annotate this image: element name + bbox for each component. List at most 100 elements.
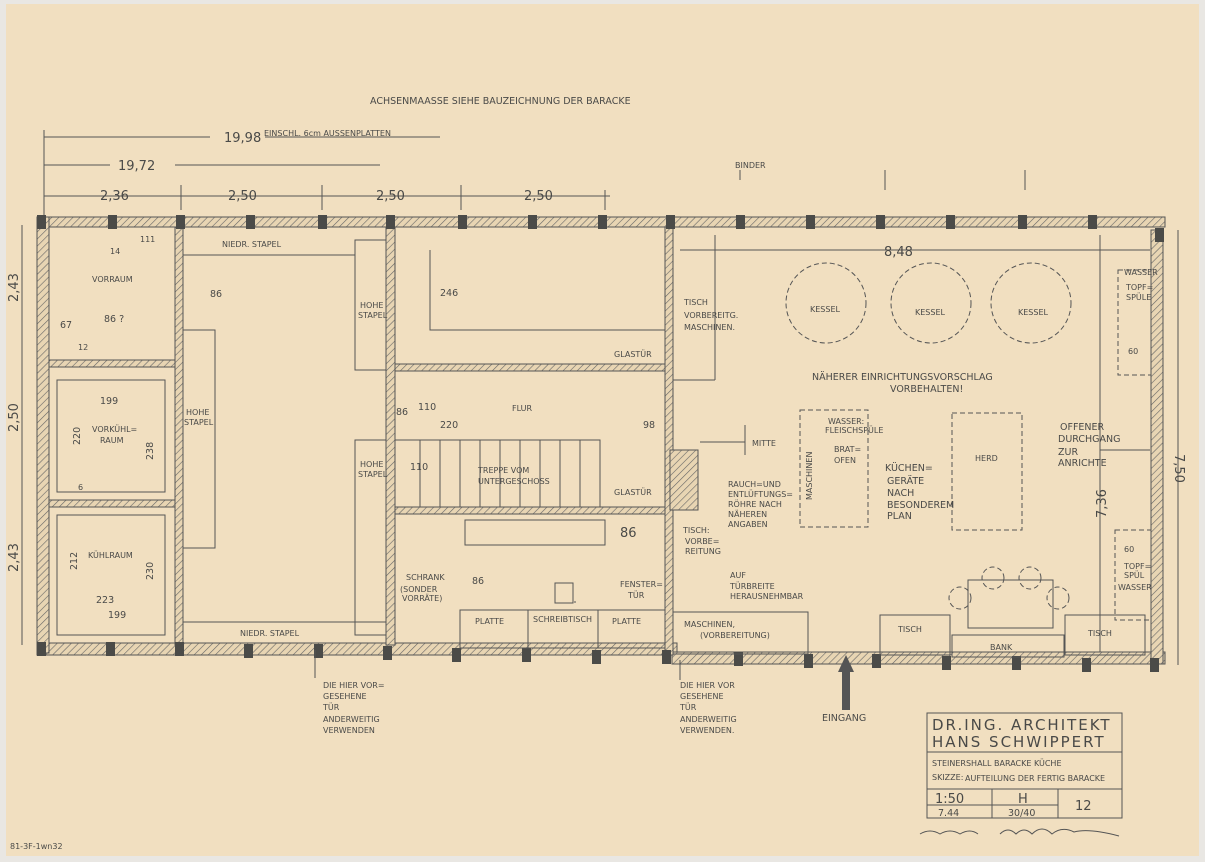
schrank3-label: VORRÄTE) (402, 593, 442, 603)
fenster1-label: FENSTER= (620, 580, 663, 589)
scale: 1:50 (935, 792, 964, 807)
niedr1-label: NIEDR. STAPEL (222, 240, 282, 249)
drawing-subject: AUFTEILUNG DER FERTIG BARACKE (965, 774, 1105, 783)
dim-inner: 19,72 (118, 159, 155, 174)
dim: 2,36 (100, 189, 129, 204)
fenster2-label: TÜR (627, 590, 645, 600)
skizze-label-label: SKIZZE: (932, 773, 963, 782)
kg5-label: PLAN (887, 511, 912, 522)
v86-label: 86 (210, 289, 222, 300)
architect-line1: DR.ING. ARCHITEKT (932, 716, 1112, 734)
date: 7.44 (938, 808, 959, 819)
dim: 2,43 (7, 273, 22, 302)
glastuer1-label: GLASTÜR (614, 349, 652, 359)
v86d-label: 86 (620, 526, 637, 541)
topf1-label: TOPF= (1123, 562, 1151, 571)
v98-label: 98 (643, 420, 655, 431)
hohe3a-label: HOHE (360, 460, 383, 469)
kessel1-label: KESSEL (810, 305, 841, 314)
topf3-label: WASSER (1118, 583, 1152, 592)
tischv2-label: VORBEREITG. (684, 311, 738, 320)
rauch4-label: NÄHEREN (728, 509, 767, 519)
schreibtisch-label: SCHREIBTISCH (533, 615, 592, 624)
kessel3-label: KESSEL (1018, 308, 1049, 317)
bank-label: BANK (990, 643, 1013, 652)
project-name: STEINERSHALL BARACKE KÜCHE (932, 758, 1062, 768)
hohe2b-label: STAPEL (358, 311, 388, 320)
binder-label: BINDER (735, 161, 766, 170)
eingang-label: EINGANG (822, 713, 866, 724)
archive-label: 81-3F-1wn32 (10, 842, 63, 851)
wasser2-label: TOPF= (1125, 283, 1153, 292)
maschinen2-label: (VORBEREITUNG) (700, 631, 770, 640)
v246-label: 246 (440, 288, 458, 299)
offen4-label: ANRICHTE (1058, 458, 1107, 469)
offen1-label: OFFENER (1060, 422, 1105, 433)
hohe1a-label: HOHE (186, 408, 209, 417)
dim-total-note: EINSCHL. 6cm AUSSENPLATTEN (264, 129, 391, 138)
platte1-label: PLATTE (475, 617, 504, 626)
flur-label: FLUR (512, 404, 533, 413)
v86c-label: 86 (396, 407, 408, 418)
wfs2-label: FLEISCHSPÜLE (825, 425, 883, 435)
v86b-label: 86 ? (104, 314, 124, 325)
die1e-label: VERWENDEN (323, 726, 375, 735)
v67-label: 67 (60, 320, 72, 331)
dim: 2,50 (228, 189, 257, 204)
kg2-label: GERÄTE (887, 476, 924, 487)
die1a-label: DIE HIER VOR= (323, 681, 385, 690)
brat2-label: OFEN (834, 456, 856, 465)
offen2-label: DURCHGANG (1058, 434, 1121, 445)
v14-label: 14 (110, 247, 120, 256)
tisch2b-label: VORBE= (685, 537, 719, 546)
dim: 2,50 (524, 189, 553, 204)
kuehlraum-label: KÜHLRAUM (88, 550, 133, 560)
dim: 7,50 (1171, 454, 1186, 483)
herd-label: HERD (975, 454, 998, 463)
dimension-lines (21, 130, 1179, 665)
niedr2-label: NIEDR. STAPEL (240, 629, 300, 638)
v60-label: 60 (1128, 347, 1138, 356)
v111-label: 111 (140, 235, 155, 244)
tisch-b-label: TISCH (1087, 629, 1112, 638)
vorkuehl2-label: RAUM (100, 436, 124, 445)
kg1-label: KÜCHEN= (885, 463, 933, 474)
tischv1-label: TISCH (683, 298, 708, 307)
v110b-label: 110 (410, 462, 428, 473)
fittings (56, 170, 1152, 710)
floor-plan: ACHSENMAASSE SIEHE BAUZEICHNUNG DER BARA… (7, 96, 1186, 851)
v110-label: 110 (418, 402, 436, 413)
tisch-a-label: TISCH (897, 625, 922, 634)
die1c-label: TÜR (322, 702, 340, 712)
kg4-label: BESONDEREM (887, 500, 954, 511)
tisch2c-label: REITUNG (685, 547, 721, 556)
naeher2-label: VORBEHALTEN! (890, 384, 963, 395)
tischv3-label: MASCHINEN. (684, 323, 735, 332)
hohe3b-label: STAPEL (358, 470, 388, 479)
maschinen-v-label: MASCHINEN (805, 452, 814, 500)
vorraum-label: VORRAUM (92, 275, 133, 284)
die1b-label: GESEHENE (323, 692, 367, 701)
hohe1b-label: STAPEL (184, 418, 214, 427)
v199-label: 199 (100, 396, 118, 407)
topf2-label: SPÜL (1124, 570, 1145, 580)
die2a-label: DIE HIER VOR (680, 681, 735, 690)
die1d-label: ANDERWEITIG (323, 715, 380, 724)
dim: 2,43 (7, 543, 22, 572)
rauch2-label: ENTLÜFTUNGS= (728, 489, 793, 499)
v230-label: 230 (145, 562, 156, 580)
title-block: DR.ING. ARCHITEKT HANS SCHWIPPERT STEINE… (919, 712, 1123, 837)
dim: 7,36 (1095, 489, 1110, 518)
glastuer2-label: GLASTÜR (614, 487, 652, 497)
auf3-label: HERAUSNEHMBAR (730, 592, 804, 601)
v6-label: 6 (78, 483, 83, 492)
treppe1-label: TREPPE VOM (477, 466, 529, 475)
dim: 2,50 (7, 403, 22, 432)
maschinen1-label: MASCHINEN, (684, 620, 735, 629)
detail-dimensions: 86 246 111 14 67 86 ? 199 220 238 212 23… (60, 235, 1138, 621)
v60b-label: 60 (1124, 545, 1134, 554)
dim: 8,48 (884, 245, 913, 260)
vorkuehl1-label: VORKÜHL= (92, 424, 137, 434)
die2b-label: GESEHENE (680, 692, 724, 701)
wasser1-label: WASSER (1124, 268, 1158, 277)
